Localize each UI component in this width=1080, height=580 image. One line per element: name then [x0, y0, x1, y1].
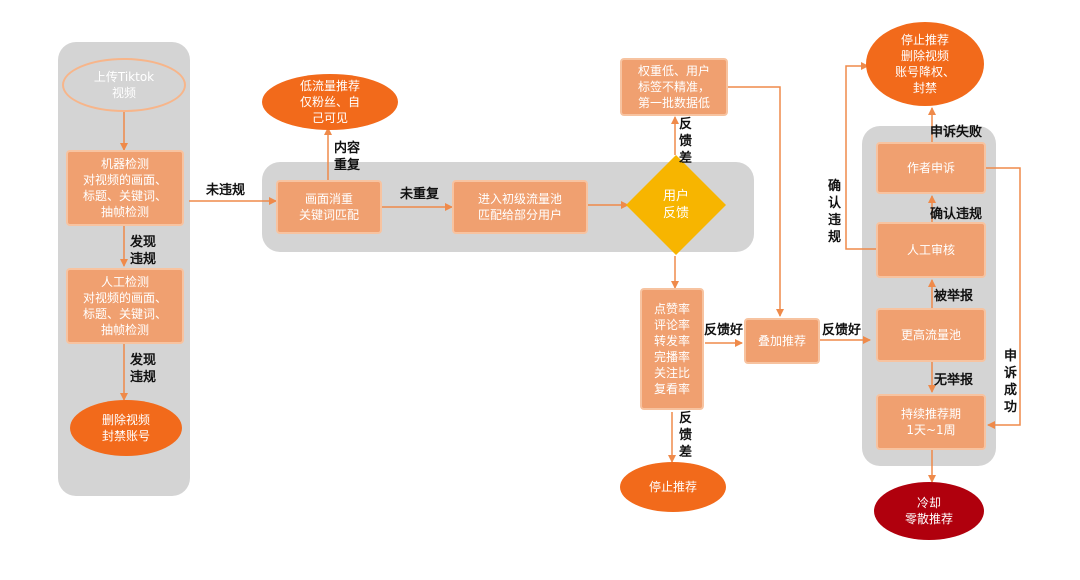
label-appeal-failed: 申诉失败 — [930, 125, 983, 140]
label-confirmed-violation-side: 确 认 违 规 — [828, 179, 842, 245]
user-feedback-label: 用户 反馈 — [662, 189, 689, 221]
label-feedback-bad-1: 反 馈 差 — [679, 117, 693, 166]
arrow-review-to-stopdelete — [845, 62, 876, 250]
low-weight-node: 权重低、用户 标签不精准， 第一批数据低 — [620, 58, 728, 116]
arrow-lowweight-to-boost — [728, 86, 784, 317]
label-appeal-success: 申 诉 成 功 — [1004, 349, 1018, 415]
upload-video-node: 上传Tiktok 视频 — [62, 58, 186, 112]
label-duplicate-content: 内容 重复 — [334, 141, 361, 173]
delete-ban-node: 删除视频 封禁账号 — [70, 400, 182, 456]
manual-check-node: 人工检测 对视频的画面、 标题、关键词、 抽帧检测 — [66, 268, 184, 344]
label-reported: 被举报 — [934, 289, 974, 304]
stop-delete-node: 停止推荐 删除视频 账号降权、 封禁 — [866, 22, 984, 106]
label-feedback-good-2: 反馈好 — [822, 323, 862, 338]
label-confirm-violation: 确认违规 — [930, 207, 983, 222]
label-not-duplicate: 未重复 — [400, 187, 440, 202]
label-feedback-good-1: 反馈好 — [704, 323, 744, 338]
metrics-node: 点赞率 评论率 转发率 完播率 关注比 复看率 — [640, 288, 704, 410]
diamond-shape — [626, 155, 726, 255]
arrow-appeal-to-sustained — [986, 167, 1021, 429]
label-not-reported: 无举报 — [934, 373, 974, 388]
low-traffic-node: 低流量推荐 仅粉丝、自 己可见 — [262, 74, 398, 130]
boost-node: 叠加推荐 — [744, 318, 820, 364]
user-feedback-decision: 用户 反馈 — [626, 155, 726, 255]
appeal-node: 作者申诉 — [876, 142, 986, 194]
stop-recommend-node: 停止推荐 — [620, 462, 726, 512]
label-found-violation-1: 发现 违规 — [130, 235, 157, 267]
label-found-violation-2: 发现 违规 — [130, 353, 157, 385]
label-feedback-bad-2: 反 馈 差 — [679, 411, 693, 460]
cooldown-node: 冷却 零散推荐 — [874, 482, 984, 540]
machine-check-node: 机器检测 对视频的画面、 标题、关键词、 抽帧检测 — [66, 150, 184, 226]
dedup-node: 画面消重 关键词匹配 — [276, 180, 382, 234]
sustained-node: 持续推荐期 1天~1周 — [876, 394, 986, 450]
initial-pool-node: 进入初级流量池 匹配给部分用户 — [452, 180, 588, 234]
higher-pool-node: 更高流量池 — [876, 308, 986, 362]
manual-review-node: 人工审核 — [876, 222, 986, 278]
label-no-violation: 未违规 — [206, 183, 246, 198]
